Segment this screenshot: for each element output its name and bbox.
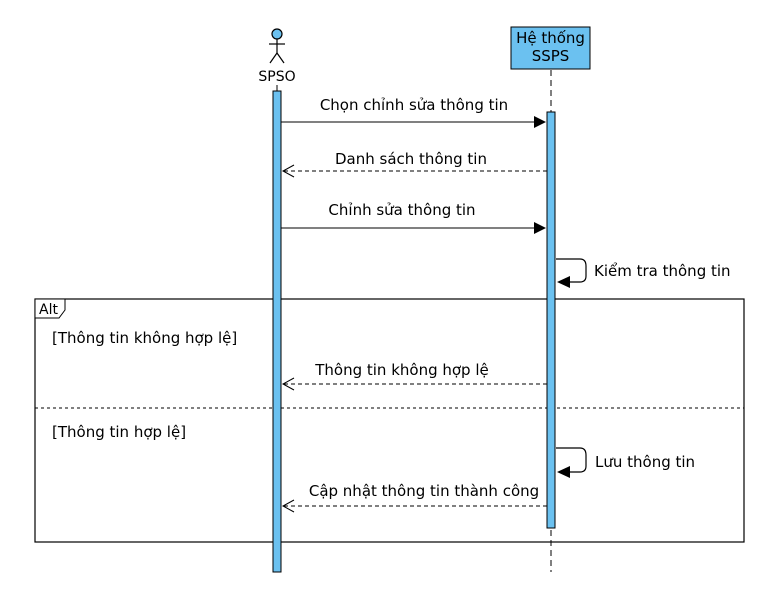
message-label-5: Thông tin không hợp lệ [314,361,489,379]
message-label-6: Lưu thông tin [595,453,695,471]
guard-valid: [Thông tin hợp lệ] [52,423,186,441]
actor-label: SPSO [258,69,295,85]
stick-figure-icon [269,28,285,64]
system-label-line2: SSPS [532,47,570,65]
self-arrowhead-1 [557,276,570,288]
self-arrowhead-2 [557,466,570,478]
system-box [510,26,591,70]
message-arrowhead-5 [281,377,295,391]
alt-tag-box [34,298,66,319]
self-loop-1 [556,258,587,283]
alt-tag-label: Alt [39,302,58,318]
self-loop-2 [556,447,587,473]
message-arrowhead-7 [281,499,295,513]
ssps-activation [546,111,556,529]
message-label-7: Cập nhật thông tin thành công [309,482,539,500]
message-label-1: Chọn chỉnh sửa thông tin [320,96,508,114]
alt-fragment [34,298,745,543]
message-label-3: Chỉnh sửa thông tin [328,201,475,219]
spso-activation [272,90,282,573]
system-label-line1: Hệ thống [516,29,585,47]
message-label-4: Kiểm tra thông tin [594,262,731,280]
message-label-2: Danh sách thông tin [335,150,487,168]
message-arrowhead-2 [281,164,295,178]
guard-invalid: [Thông tin không hợp lệ] [52,329,237,347]
